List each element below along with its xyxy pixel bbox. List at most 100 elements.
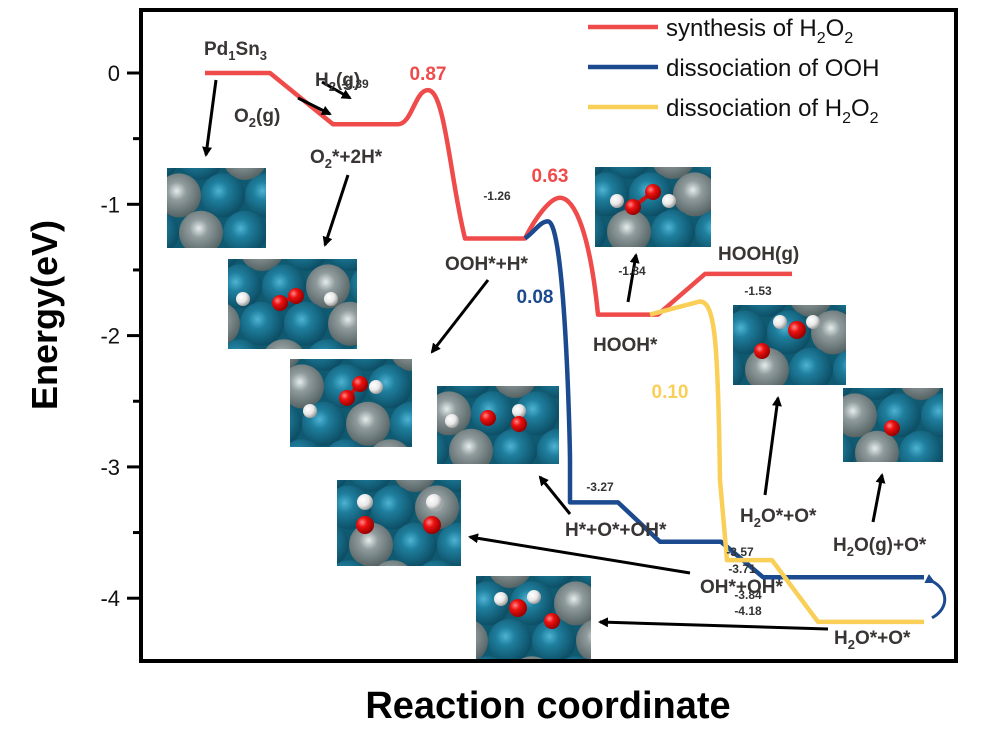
sn-atom: [392, 359, 412, 371]
hydrogen-atom: [426, 494, 442, 510]
inset-atoms: [167, 168, 266, 248]
hydrogen-atom: [324, 292, 338, 306]
hydrogen-atom: [662, 194, 676, 208]
sn-atom: [745, 347, 789, 385]
inset-atoms: [733, 305, 846, 385]
pd-atom: [422, 560, 452, 566]
sn-atom: [373, 439, 407, 447]
state-label-part: HOOH(g): [718, 244, 799, 265]
pd-atom: [167, 168, 177, 178]
hydrogen-atom: [369, 380, 383, 394]
hydrogen-atom: [236, 292, 250, 306]
pd-atom: [304, 359, 344, 371]
pd-atom: [695, 210, 711, 247]
structure-inset-h2o-o-adsorbed-b: [733, 305, 846, 385]
pd-atom: [371, 485, 415, 530]
pd-atom: [843, 433, 855, 462]
legend-label-part: O: [826, 15, 845, 42]
sn-atom: [290, 359, 300, 369]
state-label-part: O*+O*: [761, 506, 817, 527]
ooh-dissociation-profile-line: [523, 219, 924, 580]
series-lines: [205, 70, 947, 625]
pd-atom: [437, 522, 461, 566]
pd-atom: [240, 301, 284, 346]
barrier-label: 0.87: [410, 64, 447, 85]
pd-atom: [493, 428, 537, 464]
pd-atom: [309, 339, 347, 349]
curved-arrow: [924, 574, 947, 620]
pd-atom: [537, 428, 559, 464]
structure-inset-h-o-oh-adsorbed: [437, 386, 559, 464]
sn-atom: [306, 264, 350, 309]
annotation-arrow: [297, 96, 332, 116]
state-label-part: H: [834, 628, 848, 649]
oxygen-atom: [511, 416, 527, 432]
barrier-label: 0.08: [517, 287, 554, 308]
annotation-arrow: [871, 473, 886, 523]
hydrogen-atom: [512, 404, 526, 418]
structure-inset-o-adsorbed: [843, 388, 943, 462]
pd-atom: [393, 522, 437, 566]
pd-atom: [368, 364, 412, 409]
state-label-h2g: H2(g): [315, 70, 360, 94]
pd-atom: [565, 656, 587, 659]
sn-atom: [901, 388, 941, 400]
sn-atom: [225, 168, 265, 180]
oxygen-atom: [352, 376, 368, 392]
inset-atoms: [595, 167, 711, 247]
energy-value-label: -3.27: [586, 480, 614, 494]
pd-atom: [350, 270, 357, 303]
pd-atom: [747, 305, 787, 317]
sn-atom: [490, 576, 530, 588]
y-tick-label: -1: [100, 192, 120, 217]
annotation-arrow: [626, 253, 640, 303]
pd-atom: [329, 439, 363, 447]
barrier-label: 0.10: [652, 382, 689, 403]
state-label-part: 2: [848, 637, 855, 652]
energy-value-labels: -0.39-1.26-1.84-1.53-3.27-3.57-3.71-3.84…: [341, 77, 772, 618]
legend-label: dissociation of OOH: [666, 55, 879, 82]
state-label-part: OH*+OH*: [700, 577, 783, 598]
pd-atom: [337, 480, 347, 490]
barrier-label: 0.63: [532, 166, 569, 187]
structure-inset-o2-2h-adsorbed: [228, 259, 357, 349]
oxygen-atom: [423, 516, 441, 534]
oxygen-atom: [339, 390, 355, 406]
state-label-part: O: [310, 147, 325, 168]
sn-atom: [673, 172, 711, 217]
state-labels: Pd1Sn3H2(g)O2(g)O2*+2H*OOH*+H*HOOH*HOOH(…: [204, 39, 927, 652]
state-label-part: 1: [228, 48, 235, 63]
pd-atom: [595, 212, 607, 247]
pd-atom: [835, 305, 846, 316]
legend-label-part: O: [851, 95, 870, 122]
state-label-pd1sn3: Pd1Sn3: [204, 39, 267, 63]
state-label-o2_2h: O2*+2H*: [310, 147, 383, 171]
y-axis-ticks: [127, 71, 141, 600]
sn-atom: [449, 428, 493, 464]
y-axis-title: Energy(eV): [24, 220, 65, 410]
state-label-hooh_g: HOOH(g): [718, 244, 799, 265]
structure-inset-oh-oh-adsorbed: [337, 480, 461, 566]
state-label-part: (g): [336, 70, 360, 91]
sn-atom: [791, 305, 831, 317]
pd-atom: [477, 656, 499, 659]
sn-atom: [179, 210, 223, 248]
state-label-part: H: [740, 506, 754, 527]
pd-atom: [351, 480, 391, 492]
sn-atom: [265, 339, 303, 349]
y-tick-label: -4: [100, 586, 120, 611]
sn-atom: [554, 581, 591, 626]
oxygen-atom: [288, 288, 304, 304]
oxygen-atom: [645, 184, 661, 200]
x-axis-title: Reaction coordinate: [365, 685, 730, 727]
hydrogen-atom: [494, 592, 508, 606]
structure-insets: [167, 167, 943, 659]
pd-atom: [833, 349, 846, 385]
legend-label-part: 2: [870, 110, 879, 127]
pd-atom: [390, 401, 412, 446]
sn-atom: [607, 209, 651, 247]
sn-atom: [290, 364, 324, 409]
annotation-arrow: [321, 80, 352, 100]
annotation-arrow: [598, 617, 829, 631]
